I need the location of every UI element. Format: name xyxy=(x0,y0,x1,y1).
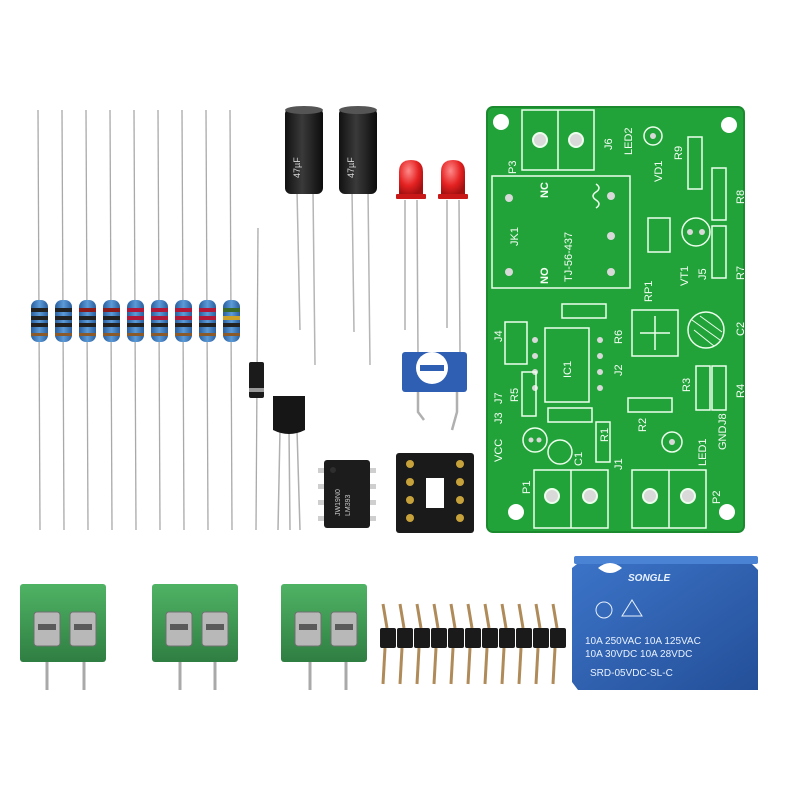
diode xyxy=(249,227,264,531)
resistor xyxy=(79,109,96,531)
screw-terminal xyxy=(281,584,367,690)
pcb-label-p2: P2 xyxy=(711,491,723,504)
lm393-chip: LM393 JW19N0 xyxy=(318,460,376,528)
pcb-label-p3: P3 xyxy=(507,161,519,174)
pcb-label-j8: J8 xyxy=(717,413,729,425)
resistor xyxy=(31,109,48,531)
header-pin xyxy=(380,603,396,685)
resistor xyxy=(175,109,192,531)
header-pin xyxy=(397,603,413,685)
header-pin xyxy=(499,603,515,685)
pcb-label-j4: J4 xyxy=(493,330,505,342)
pcb-label-c2: C2 xyxy=(735,322,747,336)
header-pin xyxy=(533,603,549,685)
pcb-label-vcc: VCC xyxy=(493,439,505,462)
pcb-label-r1: R1 xyxy=(599,428,611,442)
pcb-label-rp1: RP1 xyxy=(643,281,655,302)
relay-brand: SONGLE xyxy=(628,573,671,584)
pcb-label-r3: R3 xyxy=(681,378,693,392)
red-led xyxy=(396,160,426,356)
chip-text-line2: JW19N0 xyxy=(335,489,342,516)
header-pin xyxy=(482,603,498,685)
screw-terminal xyxy=(152,584,238,690)
transistor xyxy=(273,396,305,531)
pcb-label-r6: R6 xyxy=(613,330,625,344)
red-led xyxy=(438,160,468,353)
pcb-label-r5: R5 xyxy=(509,388,521,402)
pcb-label-no: NO xyxy=(539,267,551,284)
pcb-label-j6: J6 xyxy=(603,138,615,150)
pcb-label-ic1: IC1 xyxy=(562,361,574,378)
pcb-label-r8: R8 xyxy=(735,190,747,204)
header-pin xyxy=(431,603,447,685)
capacitor-label: 47µF xyxy=(292,157,302,178)
pcb-label-r2: R2 xyxy=(637,418,649,432)
relay-rating-2: 10A 30VDC 10A 28VDC xyxy=(585,649,692,660)
relay-model: SRD-05VDC-SL-C xyxy=(590,668,673,679)
ic-socket xyxy=(396,453,474,533)
resistor-row xyxy=(31,109,240,531)
header-pin xyxy=(448,603,464,685)
resistor xyxy=(55,109,72,531)
pcb-label-p1: P1 xyxy=(521,481,533,494)
header-pin xyxy=(414,603,430,685)
relay-rating-1: 10A 250VAC 10A 125VAC xyxy=(585,636,701,647)
resistor xyxy=(199,109,216,531)
resistor xyxy=(151,109,168,531)
songle-relay: SONGLE 10A 250VAC 10A 125VAC 10A 30VDC 1… xyxy=(572,556,758,690)
header-pin xyxy=(550,603,566,685)
pin-header xyxy=(380,603,566,685)
pcb-label-led2: LED2 xyxy=(623,127,635,155)
pcb-label-j2: J2 xyxy=(613,364,625,376)
resistor xyxy=(223,109,240,531)
electrolytic-capacitor: 47µF xyxy=(285,106,323,366)
pcb-board: P3 J6 LED2 VD1 R9 R8 JK1 NC NO TJ-56-437… xyxy=(486,106,747,533)
pcb-label-jk1: JK1 xyxy=(509,227,521,246)
pcb-label-led1: LED1 xyxy=(697,438,709,466)
pcb-label-j3: J3 xyxy=(493,412,505,424)
pcb-label-r7: R7 xyxy=(735,266,747,280)
pcb-label-relay-model: TJ-56-437 xyxy=(563,232,575,282)
capacitor-label: 47µF xyxy=(346,157,356,178)
header-pin xyxy=(465,603,481,685)
electrolytic-capacitor: 47µF xyxy=(339,106,377,366)
pcb-label-j5: J5 xyxy=(697,268,709,280)
screw-terminal xyxy=(20,584,106,690)
pcb-label-gnd: GND xyxy=(717,426,729,451)
header-pin xyxy=(516,603,532,685)
pcb-label-j7: J7 xyxy=(493,392,505,404)
resistor xyxy=(127,109,144,531)
pcb-label-c1: C1 xyxy=(573,452,585,466)
pcb-label-nc: NC xyxy=(539,182,551,198)
trim-potentiometer xyxy=(402,352,467,431)
pcb-label-vd1: VD1 xyxy=(653,161,665,182)
pcb-label-r9: R9 xyxy=(673,146,685,160)
chip-text-line1: LM393 xyxy=(345,494,352,516)
pcb-label-vt1: VT1 xyxy=(679,266,691,286)
pcb-label-r4: R4 xyxy=(735,384,747,398)
pcb-label-j1: J1 xyxy=(613,458,625,470)
resistor xyxy=(103,109,120,531)
